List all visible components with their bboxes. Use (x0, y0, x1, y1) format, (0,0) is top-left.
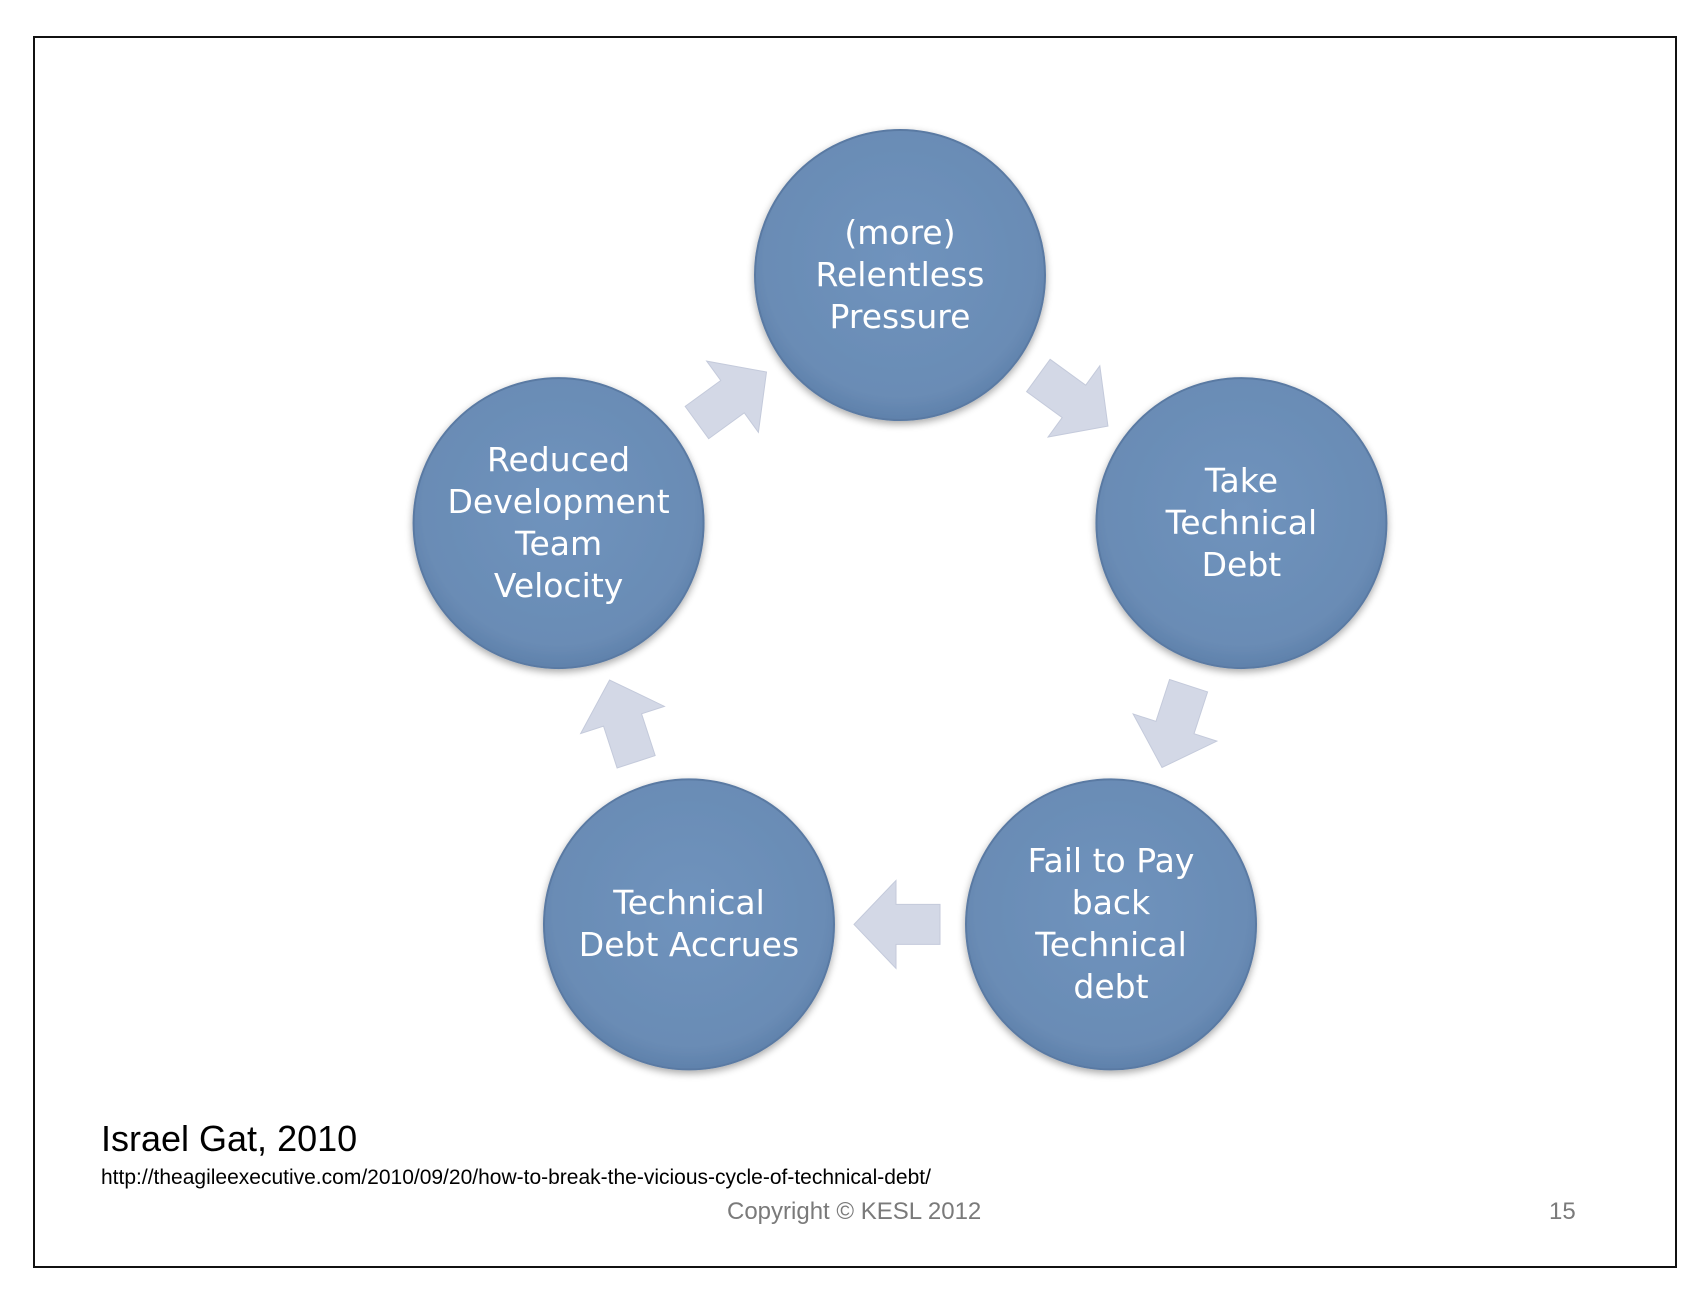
cycle-node-n5 (412, 377, 705, 670)
cycle-node-n1 (754, 129, 1046, 421)
attribution-author: Israel Gat, 2010 (101, 1118, 358, 1159)
cycle-node-n4 (542, 778, 835, 1071)
cycle-arrow-n3-to-n4 (853, 879, 941, 970)
page-number: 15 (1549, 1198, 1576, 1225)
cycle-arrow-n5-to-n1 (684, 360, 768, 440)
cycle-arrow-n4-to-n5 (579, 679, 666, 769)
cycle-node-n3 (965, 778, 1258, 1071)
cycle-diagram (412, 129, 1388, 1071)
attribution-url[interactable]: http://theagileexecutive.com/2010/09/20/… (101, 1166, 931, 1189)
cycle-node-n2 (1095, 377, 1388, 670)
cycle-arrow-n1-to-n2 (1025, 358, 1109, 438)
copyright-text: Copyright © KESL 2012 (727, 1198, 982, 1225)
cycle-arrow-n2-to-n3 (1132, 678, 1219, 769)
slide: (more) Relentless Pressure Take Technica… (33, 36, 1677, 1268)
